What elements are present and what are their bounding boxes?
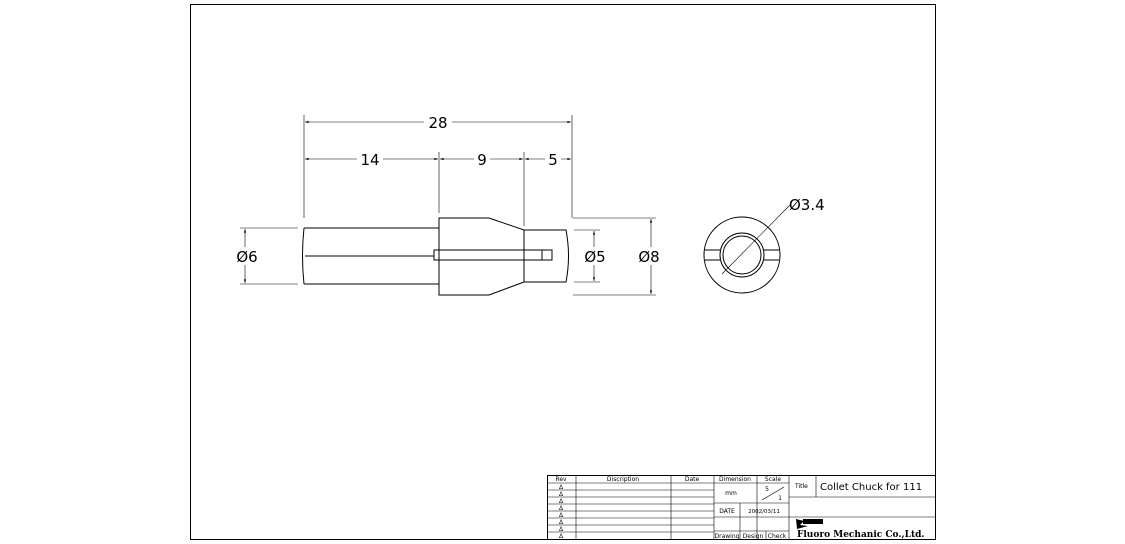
rev-symbol-7: Δ bbox=[559, 526, 564, 533]
scale-header: Scale bbox=[765, 476, 781, 483]
date-label: DATE bbox=[719, 508, 735, 515]
drawing-label: Drawing bbox=[715, 533, 740, 540]
design-label: Design bbox=[743, 533, 764, 540]
rev-symbol-5: Δ bbox=[559, 512, 564, 519]
title-block: Rev Discription Date Dimension Scale Tit… bbox=[547, 475, 936, 540]
length-b-label: 9 bbox=[477, 151, 487, 169]
date-value: 2002/03/11 bbox=[748, 509, 780, 515]
rev-symbol-8: Δ bbox=[559, 533, 564, 540]
slot bbox=[433, 249, 553, 261]
body-dia-label: Ø8 bbox=[638, 248, 659, 266]
check-label: Check bbox=[768, 533, 787, 540]
drawing-title: Collet Chuck for 111 bbox=[820, 482, 922, 493]
overall-length-label: 28 bbox=[428, 114, 447, 132]
body-outline bbox=[438, 217, 569, 296]
scale-denominator: 1 bbox=[778, 495, 782, 502]
description-header: Discription bbox=[607, 476, 639, 483]
bore-dia-label: Ø3.4 bbox=[789, 196, 825, 214]
rev-symbol-6: Δ bbox=[559, 519, 564, 526]
shank-outline bbox=[302, 227, 439, 285]
rev-symbol-2: Δ bbox=[559, 491, 564, 498]
horizontal-dimensions: 28 14 9 5 bbox=[303, 113, 573, 226]
date-header: Date bbox=[685, 476, 700, 483]
length-c-label: 5 bbox=[548, 151, 558, 169]
end-slot bbox=[705, 249, 779, 261]
outer-circle bbox=[703, 216, 781, 294]
side-view bbox=[302, 217, 569, 296]
units-value: mm bbox=[725, 490, 737, 497]
end-view: Ø3.4 bbox=[703, 196, 825, 294]
shank-dia-label: Ø6 bbox=[236, 248, 257, 266]
inner-circle bbox=[719, 232, 765, 278]
bore-circle bbox=[722, 235, 762, 275]
rev-header: Rev bbox=[555, 476, 567, 483]
rev-symbol-4: Δ bbox=[559, 505, 564, 512]
company-logo bbox=[796, 519, 823, 529]
bore-leader bbox=[721, 207, 788, 275]
rev-symbol-1: Δ bbox=[559, 484, 564, 491]
diameter-dimensions: Ø6 Ø5 Ø8 bbox=[236, 217, 662, 296]
length-a-label: 14 bbox=[360, 151, 379, 169]
dimension-header: Dimension bbox=[719, 476, 751, 483]
title-header: Title bbox=[794, 483, 808, 490]
tip-dia-label: Ø5 bbox=[584, 248, 605, 266]
rev-symbol-3: Δ bbox=[559, 498, 564, 505]
scale-numerator: 5 bbox=[765, 486, 769, 493]
company-name: Fluoro Mechanic Co.,Ltd. bbox=[797, 530, 925, 540]
sheet-border bbox=[190, 4, 936, 540]
